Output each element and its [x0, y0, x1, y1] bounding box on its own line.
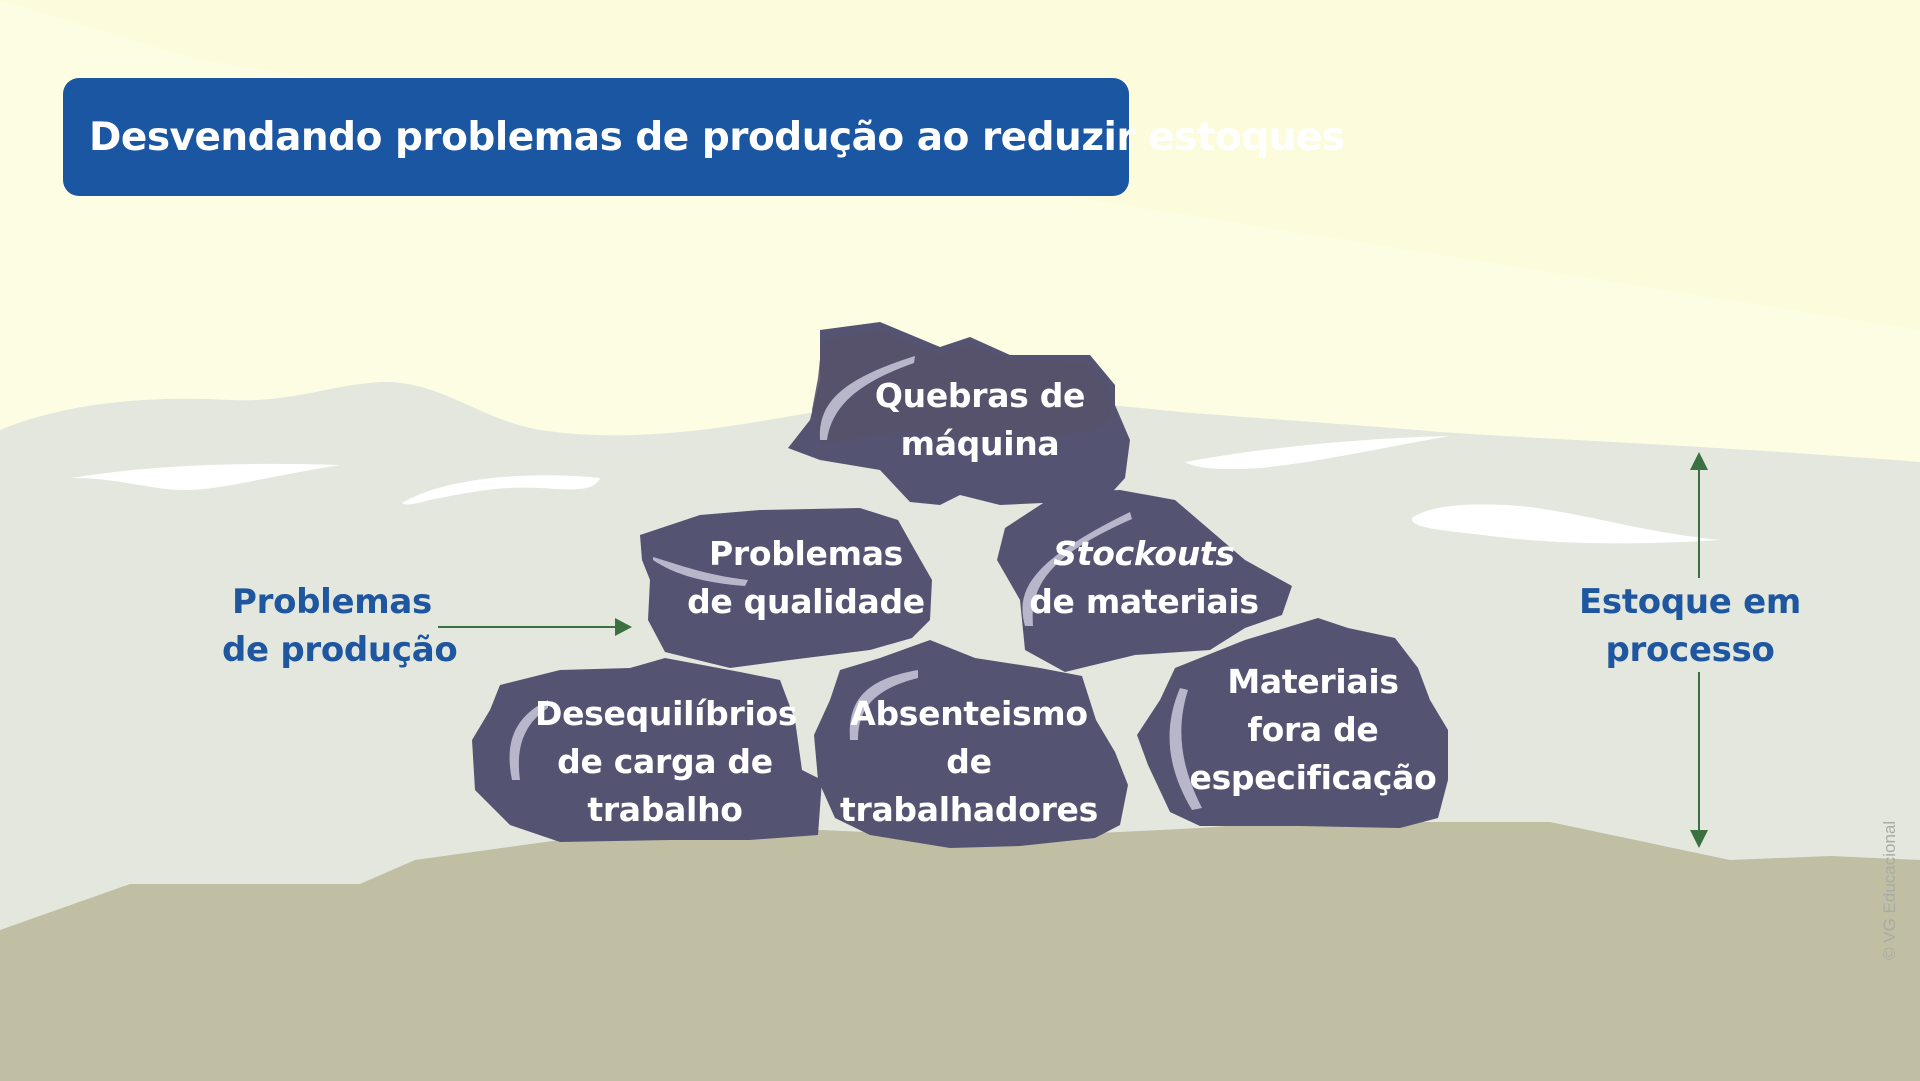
production-problems-arrow	[438, 618, 632, 636]
title-banner: Desvendando problemas de produção ao red…	[63, 78, 1345, 196]
rock-label-desequilibrios: Desequilíbrios de carga de trabalho	[535, 690, 798, 834]
rock-label-line: Desequilíbrios	[535, 694, 798, 733]
wave-streak	[1185, 436, 1450, 470]
wave-streak	[1411, 504, 1720, 544]
rock-label-stockouts: Stockouts de materiais	[1024, 530, 1264, 626]
wave-streak	[72, 463, 340, 490]
rock-label-line: trabalho	[587, 790, 743, 829]
inventory-label: Estoque em processo	[1578, 578, 1802, 674]
rock-label-line: de	[946, 742, 992, 781]
rock-desequilibrios	[472, 658, 822, 842]
production-problems-label: Problemas de produção	[222, 578, 458, 674]
rock-highlight	[1169, 688, 1202, 810]
ground	[0, 822, 1920, 1081]
rock-stockouts	[997, 490, 1292, 672]
rock-label-line: Problemas	[708, 534, 904, 573]
production-problems-line2: de produção	[222, 630, 458, 670]
copyright-notice: © VG Educacional	[1880, 820, 1899, 960]
rock-label-line: Quebras de	[874, 376, 1086, 415]
rock-qualidade	[640, 508, 932, 668]
rock-label-line: máquina	[900, 424, 1060, 463]
rock-label-line: de carga de	[557, 742, 773, 781]
rock-label-line: Absenteismo	[850, 694, 1088, 733]
rock-label-line: de materiais	[1029, 582, 1259, 621]
rock-highlight	[1022, 512, 1132, 626]
rock-label-quebras: Quebras de máquina	[860, 372, 1100, 468]
inventory-label-line2: processo	[1605, 630, 1775, 670]
rock-label-line: Stockouts	[1053, 534, 1235, 573]
wave-streak	[402, 475, 600, 505]
rock-label-line: especificação	[1189, 758, 1437, 797]
inventory-label-line1: Estoque em	[1578, 582, 1801, 622]
rock-label-materiais: Materiais fora de especificação	[1183, 658, 1443, 802]
rock-highlight	[849, 670, 918, 740]
rock-absenteismo	[814, 640, 1128, 848]
rock-label-absenteismo: Absenteismo de trabalhadores	[839, 690, 1099, 834]
rock-label-line: fora de	[1247, 710, 1379, 749]
rock-quebras	[788, 322, 1130, 505]
rock-label-line: Materiais	[1227, 662, 1399, 701]
production-problems-line1: Problemas	[231, 582, 432, 622]
inventory-level-arrow	[1690, 452, 1708, 848]
rock-label-line: trabalhadores	[840, 790, 1098, 829]
rock-highlight	[819, 356, 915, 440]
rock-materiais	[1137, 618, 1448, 828]
rock-highlight	[653, 557, 748, 586]
rock-highlight	[509, 700, 548, 780]
page-title: Desvendando problemas de produção ao red…	[89, 114, 1345, 160]
rock-label-line: de qualidade	[687, 582, 925, 621]
rock-label-qualidade: Problemas de qualidade	[686, 530, 926, 626]
